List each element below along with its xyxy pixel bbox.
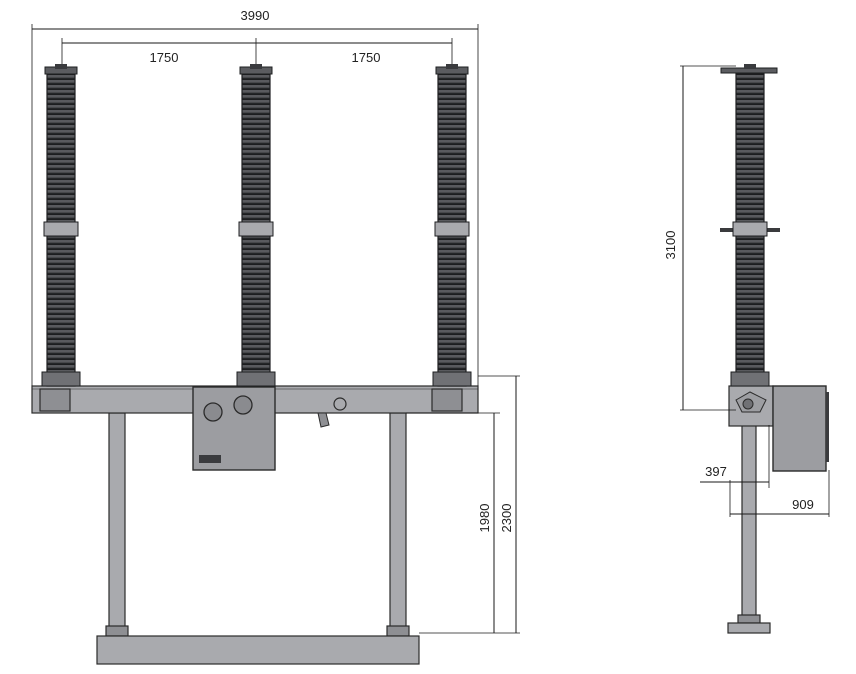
- frame-height-label: 1980: [477, 504, 492, 533]
- operating-mechanism-box: [192, 386, 347, 471]
- insulator-column-right: [432, 64, 472, 387]
- base-frame: [96, 635, 420, 665]
- insulator-column-side: [720, 64, 780, 387]
- dimension-side-height: 3100: [663, 65, 736, 411]
- right-spacing-label: 1750: [352, 50, 381, 65]
- left-support-leg: [108, 412, 126, 636]
- support-legs: [96, 412, 420, 665]
- side-support-post: [741, 424, 757, 622]
- side-height-label: 3100: [663, 231, 678, 260]
- side-mechanism-box: [772, 385, 827, 472]
- left-spacing-label: 1750: [150, 50, 179, 65]
- operating-handle-knob: [333, 397, 347, 411]
- right-gauge-circle: [233, 395, 253, 415]
- dimension-pole-spacing: 1750 1750: [61, 38, 453, 65]
- side-base-plate: [727, 622, 771, 634]
- insulator-column-left: [41, 64, 81, 387]
- insulator-column-middle: [236, 64, 276, 387]
- front-view: 3990 1750 1750 1980 2300: [31, 8, 520, 665]
- right-support-leg: [389, 412, 407, 636]
- dimension-overall-width: 3990: [31, 8, 479, 386]
- left-gauge-circle: [203, 402, 223, 422]
- overall-width-label: 3990: [241, 8, 270, 23]
- total-height-label: 2300: [499, 504, 514, 533]
- side-offset-b-label: 909: [792, 497, 814, 512]
- dimension-side-offsets: 397 909: [700, 425, 830, 517]
- side-offset-a-label: 397: [705, 464, 727, 479]
- side-view: 3100 397 909: [663, 64, 830, 634]
- dimension-heights: 1980 2300: [406, 375, 520, 634]
